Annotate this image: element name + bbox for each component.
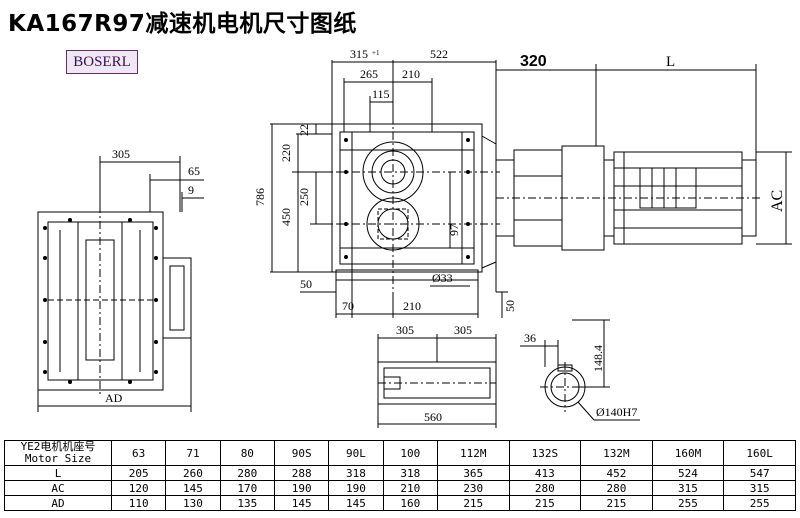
table-cell: 190 — [328, 480, 384, 496]
dim-250: 250 — [297, 188, 311, 206]
table-cell: 210 — [382, 480, 438, 496]
table-cell: 365 — [436, 465, 510, 481]
table-cell: 452 — [580, 465, 653, 481]
col-header: 80 — [219, 440, 275, 466]
table-cell: 260 — [165, 465, 221, 481]
dim-50-left: 50 — [300, 277, 312, 291]
table-cell: 215 — [436, 495, 510, 511]
dim-522: 522 — [430, 47, 448, 61]
table-row: AC 120 145 170 190 190 210 230 280 280 3… — [4, 480, 796, 496]
table-cell: 160 — [382, 495, 438, 511]
table-cell: 145 — [165, 480, 221, 496]
table-cell: 255 — [723, 495, 796, 511]
table-row: L 205 260 280 288 318 318 365 413 452 52… — [4, 465, 796, 481]
table-header-label: YE2电机机座号 Motor Size — [4, 440, 112, 466]
col-header: 132M — [580, 440, 653, 466]
dim-diameter-33: Ø33 — [432, 271, 453, 285]
dim-50-right: 50 — [503, 300, 517, 312]
table-cell: 315 — [723, 480, 796, 496]
dim-65: 65 — [188, 164, 200, 178]
table-cell: 288 — [273, 465, 330, 481]
brand-logo: BOSERL — [66, 50, 138, 74]
table-cell: 215 — [580, 495, 653, 511]
table-cell: 135 — [219, 495, 275, 511]
col-header: 71 — [165, 440, 221, 466]
table-cell: 145 — [328, 495, 384, 511]
dim-210-top: 210 — [402, 67, 420, 81]
table-cell: 170 — [219, 480, 275, 496]
row-label: AD — [4, 495, 112, 511]
col-header: 160L — [723, 440, 796, 466]
dim-560: 560 — [424, 410, 442, 424]
dim-9: 9 — [188, 183, 194, 197]
dim-265: 265 — [360, 67, 378, 81]
dim-97: 97 — [447, 224, 461, 236]
col-header: 63 — [110, 440, 167, 466]
col-header: 90L — [328, 440, 384, 466]
table-cell: 205 — [110, 465, 167, 481]
table-cell: 230 — [436, 480, 510, 496]
col-header: 112M — [436, 440, 510, 466]
dim-210-bottom: 210 — [403, 299, 421, 313]
dim-148-4: 148.4 — [591, 345, 605, 372]
dim-70: 70 — [342, 299, 354, 313]
dim-22: 22 — [297, 124, 311, 136]
dim-ad-left: AD — [105, 391, 123, 405]
table-cell: 318 — [382, 465, 438, 481]
dim-36: 36 — [524, 331, 536, 345]
dim-450: 450 — [279, 208, 293, 226]
col-header: 90S — [273, 440, 330, 466]
table-cell: 190 — [273, 480, 330, 496]
row-label: AC — [4, 480, 112, 496]
col-header: 100 — [382, 440, 438, 466]
technical-drawing: 305 65 9 AD 315 +1 522 265 210 115 L 786… — [37, 47, 792, 428]
table-cell: 315 — [651, 480, 725, 496]
table-cell: 280 — [580, 480, 653, 496]
dim-220: 220 — [279, 144, 293, 162]
table-cell: 120 — [110, 480, 167, 496]
header-line-2: Motor Size — [24, 452, 92, 465]
dim-diameter-140h7: Ø140H7 — [596, 405, 637, 419]
motor-size-table: YE2电机机座号 Motor Size 63 71 80 90S 90L 100… — [4, 440, 796, 511]
dim-ac: AC — [769, 190, 786, 212]
table-cell: 145 — [273, 495, 330, 511]
col-header: 132S — [508, 440, 582, 466]
table-cell: 318 — [328, 465, 384, 481]
table-header-row: YE2电机机座号 Motor Size 63 71 80 90S 90L 100… — [4, 440, 796, 466]
dim-786: 786 — [253, 188, 267, 206]
table-row: AD 110 130 135 145 145 160 215 215 215 2… — [4, 495, 796, 511]
table-cell: 280 — [508, 480, 582, 496]
dim-315: 315 — [350, 47, 368, 61]
table-cell: 547 — [723, 465, 796, 481]
dim-115: 115 — [372, 87, 390, 101]
table-cell: 110 — [110, 495, 167, 511]
table-cell: 215 — [508, 495, 582, 511]
table-cell: 413 — [508, 465, 582, 481]
table-cell: 255 — [651, 495, 725, 511]
dim-305-left: 305 — [112, 147, 130, 161]
row-label: L — [4, 465, 112, 481]
page-title: KA167R97减速机电机尺寸图纸 — [8, 11, 357, 37]
col-header: 160M — [651, 440, 725, 466]
dim-315-tolerance: +1 — [372, 49, 380, 57]
header-line-1: YE2电机机座号 — [20, 440, 96, 453]
table-cell: 130 — [165, 495, 221, 511]
dim-305-a: 305 — [396, 323, 414, 337]
dim-305-b: 305 — [454, 323, 472, 337]
table-cell: 280 — [219, 465, 275, 481]
dim-L: L — [666, 54, 675, 70]
table-cell: 524 — [651, 465, 725, 481]
dim-320: 320 — [520, 53, 547, 70]
